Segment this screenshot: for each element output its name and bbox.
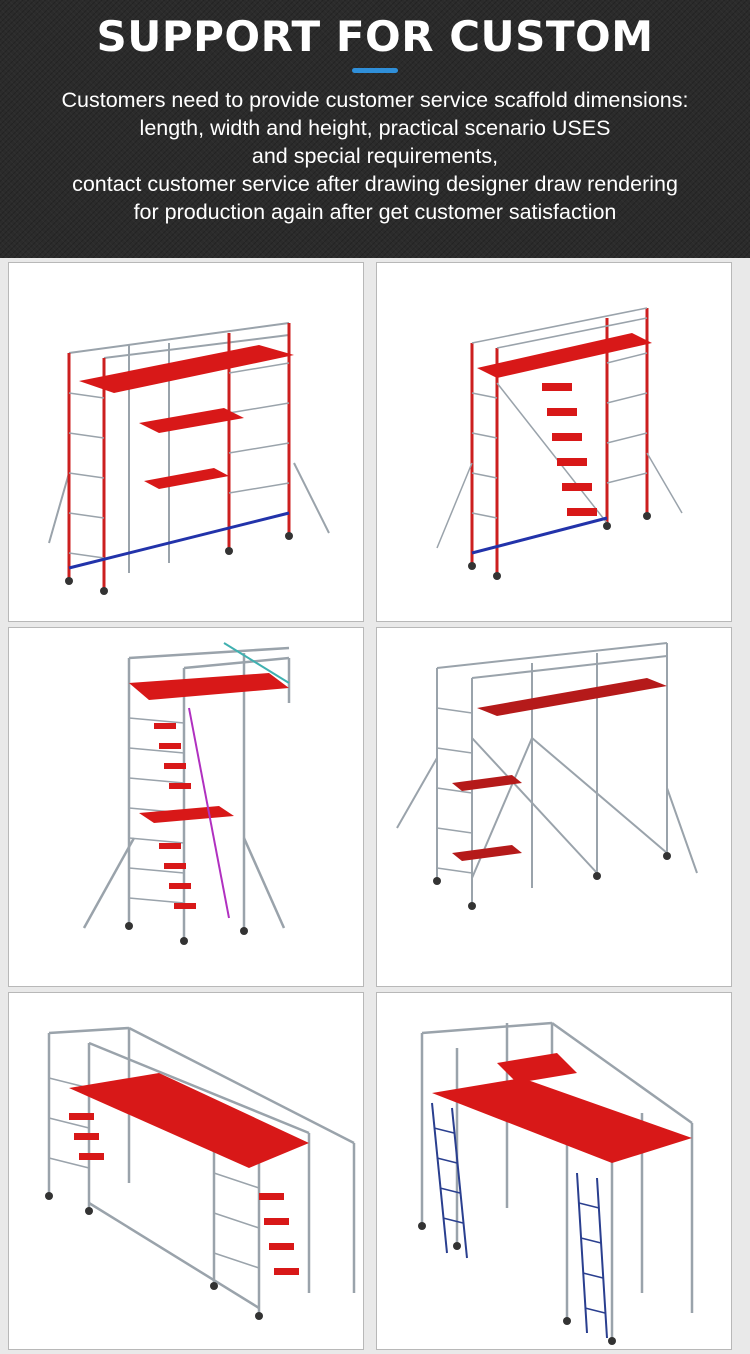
header-description: Customers need to provide customer servi… bbox=[0, 86, 750, 226]
description-line: contact customer service after drawing d… bbox=[72, 172, 678, 196]
scaffold-bridge-stair-icon bbox=[45, 1026, 356, 1320]
description-line: Customers need to provide customer servi… bbox=[61, 88, 689, 112]
header-banner: SUPPORT FOR CUSTOM Customers need to pro… bbox=[0, 0, 750, 258]
scaffold-image-3 bbox=[8, 627, 364, 987]
description-line: for production again after get customer … bbox=[133, 200, 617, 224]
scaffold-image-2 bbox=[376, 262, 732, 622]
scaffold-image-4 bbox=[376, 627, 732, 987]
scaffold-wide-stair-platform-icon bbox=[396, 642, 698, 910]
scaffold-tall-red-frame-icon bbox=[436, 307, 683, 580]
scaffold-gallery bbox=[0, 258, 750, 1354]
description-line: and special requirements, bbox=[251, 144, 499, 168]
scaffold-stair-tower-icon bbox=[82, 642, 291, 945]
page-title: SUPPORT FOR CUSTOM bbox=[96, 12, 654, 61]
description-line: length, width and height, practical scen… bbox=[139, 116, 611, 140]
title-accent-bar bbox=[352, 68, 398, 73]
scaffold-bridge-ladder-icon bbox=[418, 1021, 694, 1345]
scaffold-double-width-red-frame-icon bbox=[48, 322, 330, 595]
scaffold-image-6 bbox=[376, 992, 732, 1350]
scaffold-image-1 bbox=[8, 262, 364, 622]
scaffold-image-5 bbox=[8, 992, 364, 1350]
